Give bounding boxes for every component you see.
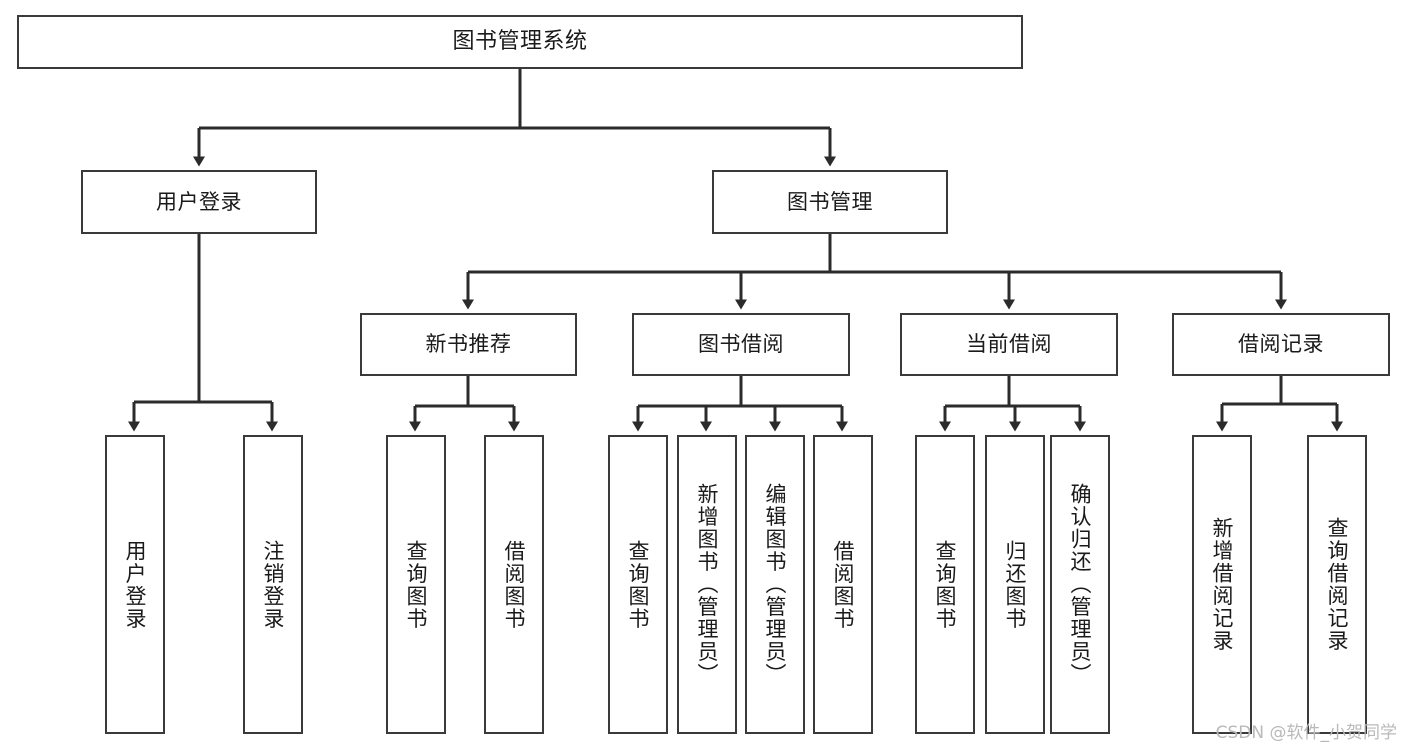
node-user-login[interactable]: 用户登录 bbox=[81, 170, 317, 234]
node-new-book-recommendation[interactable]: 新书推荐 bbox=[360, 313, 577, 376]
leaf-query-book-new[interactable]: 查询图书 bbox=[386, 435, 446, 734]
node-label: 新增借阅记录 bbox=[1210, 517, 1235, 652]
leaf-add-borrow-record[interactable]: 新增借阅记录 bbox=[1192, 435, 1252, 734]
node-label: 编辑图书（管理员） bbox=[763, 483, 788, 686]
leaf-query-borrow-record[interactable]: 查询借阅记录 bbox=[1307, 435, 1367, 734]
leaf-query-book-current[interactable]: 查询图书 bbox=[915, 435, 975, 734]
node-label: 用户登录 bbox=[156, 189, 242, 214]
node-borrowing-record[interactable]: 借阅记录 bbox=[1172, 313, 1390, 376]
node-label: 查询借阅记录 bbox=[1325, 517, 1350, 652]
leaf-edit-book-admin[interactable]: 编辑图书（管理员） bbox=[745, 435, 805, 734]
node-label: 借阅图书 bbox=[831, 539, 856, 630]
node-label: 当前借阅 bbox=[966, 332, 1052, 357]
node-label: 查询图书 bbox=[933, 539, 958, 630]
leaf-query-book-borrow[interactable]: 查询图书 bbox=[608, 435, 668, 734]
node-label: 确认归还（管理员） bbox=[1068, 483, 1093, 686]
leaf-return-book[interactable]: 归还图书 bbox=[985, 435, 1045, 734]
csdn-watermark: CSDN @软件_小贺同学 bbox=[1215, 723, 1397, 743]
node-label: 图书管理系统 bbox=[452, 29, 588, 55]
node-label: 查询图书 bbox=[626, 539, 651, 630]
node-label: 归还图书 bbox=[1003, 539, 1028, 630]
leaf-borrow-book[interactable]: 借阅图书 bbox=[813, 435, 873, 734]
leaf-user-login[interactable]: 用户登录 bbox=[105, 435, 165, 734]
leaf-borrow-book-new[interactable]: 借阅图书 bbox=[484, 435, 544, 734]
leaf-logout-login[interactable]: 注销登录 bbox=[243, 435, 303, 734]
node-label: 借阅图书 bbox=[502, 539, 527, 630]
node-book-management[interactable]: 图书管理 bbox=[712, 170, 948, 234]
node-book-borrowing[interactable]: 图书借阅 bbox=[632, 313, 850, 376]
node-root-book-management-system[interactable]: 图书管理系统 bbox=[17, 15, 1023, 69]
node-label: 图书管理 bbox=[787, 189, 873, 214]
node-label: 注销登录 bbox=[261, 539, 286, 630]
node-label: 用户登录 bbox=[123, 539, 148, 630]
node-label: 图书借阅 bbox=[698, 332, 784, 357]
node-label: 借阅记录 bbox=[1238, 332, 1324, 357]
node-label: 新书推荐 bbox=[425, 332, 512, 357]
leaf-confirm-return-admin[interactable]: 确认归还（管理员） bbox=[1050, 435, 1110, 734]
node-label: 新增图书（管理员） bbox=[695, 483, 720, 686]
leaf-add-book-admin[interactable]: 新增图书（管理员） bbox=[677, 435, 737, 734]
node-current-borrowing[interactable]: 当前借阅 bbox=[900, 313, 1118, 376]
node-label: 查询图书 bbox=[404, 539, 429, 630]
